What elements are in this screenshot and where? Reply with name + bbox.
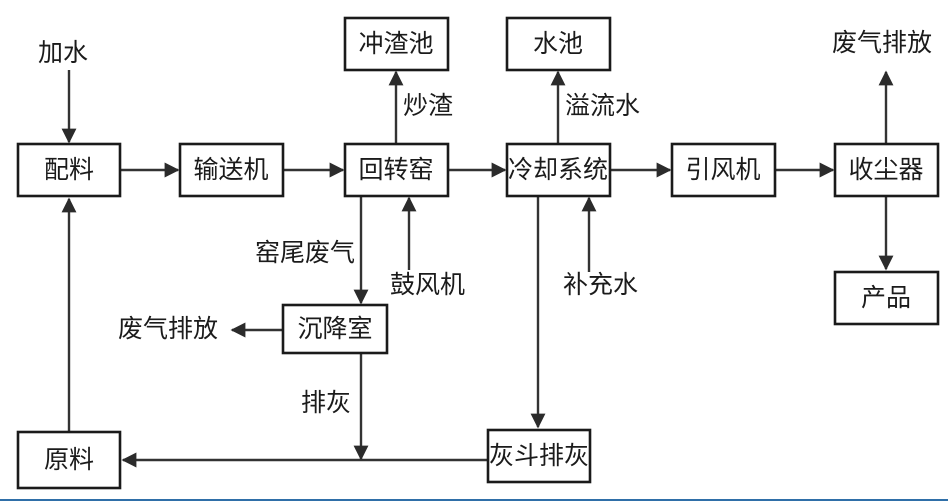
node-yuanliao-label: 原料 — [44, 445, 94, 474]
node-huidou-paihui[interactable]: 灰斗排灰 — [486, 428, 592, 484]
node-chenjiangshi-label: 沉降室 — [297, 314, 372, 343]
node-yinfengji-label: 引风机 — [685, 155, 760, 184]
node-lengque-xitong[interactable]: 冷却系统 — [505, 142, 612, 198]
node-shouchenqi[interactable]: 收尘器 — [833, 142, 940, 198]
node-chenjiangshi[interactable]: 沉降室 — [281, 303, 389, 355]
node-shuichi-label: 水池 — [533, 29, 583, 58]
node-shusongji-label: 输送机 — [193, 155, 268, 184]
node-huidou-paihui-label: 灰斗排灰 — [489, 441, 589, 470]
node-chanpin[interactable]: 产品 — [833, 270, 940, 326]
label-luzha: 炒渣 — [403, 91, 453, 120]
node-chongzhachi[interactable]: 冲渣池 — [343, 16, 450, 72]
node-shusongji[interactable]: 输送机 — [178, 142, 285, 198]
node-chanpin-label: 产品 — [861, 283, 911, 312]
node-chongzhachi-label: 冲渣池 — [358, 29, 433, 58]
label-buchongshui: 补充水 — [563, 270, 638, 299]
label-feiqi-paifang-left: 废气排放 — [118, 314, 218, 343]
label-paihui: 排灰 — [301, 388, 351, 417]
label-gufengji: 鼓风机 — [390, 270, 465, 299]
label-feiqi-paifang-top: 废气排放 — [832, 28, 932, 57]
node-huizhuanyao[interactable]: 回转窑 — [343, 142, 450, 198]
node-lengque-xitong-label: 冷却系统 — [508, 155, 608, 184]
label-yiliushui: 溢流水 — [565, 91, 640, 120]
edge-labels-layer: 加水 废气排放 炒渣 溢流水 窑尾废气 鼓风机 补充水 废气排放 排灰 — [38, 28, 932, 417]
edges-layer — [61, 70, 894, 468]
node-huizhuanyao-label: 回转窑 — [358, 155, 433, 184]
nodes-layer: 配料 输送机 回转窑 冷却系统 引风机 收尘器 — [16, 16, 940, 490]
node-yinfengji[interactable]: 引风机 — [670, 142, 777, 198]
node-peiliao-label: 配料 — [44, 155, 94, 184]
label-yaowei-feiqi: 窑尾废气 — [255, 238, 355, 267]
node-shuichi[interactable]: 水池 — [505, 16, 612, 72]
node-shouchenqi-label: 收尘器 — [848, 155, 923, 184]
node-yuanliao[interactable]: 原料 — [16, 430, 122, 490]
node-peiliao[interactable]: 配料 — [16, 142, 122, 198]
label-jiashui: 加水 — [38, 38, 88, 67]
